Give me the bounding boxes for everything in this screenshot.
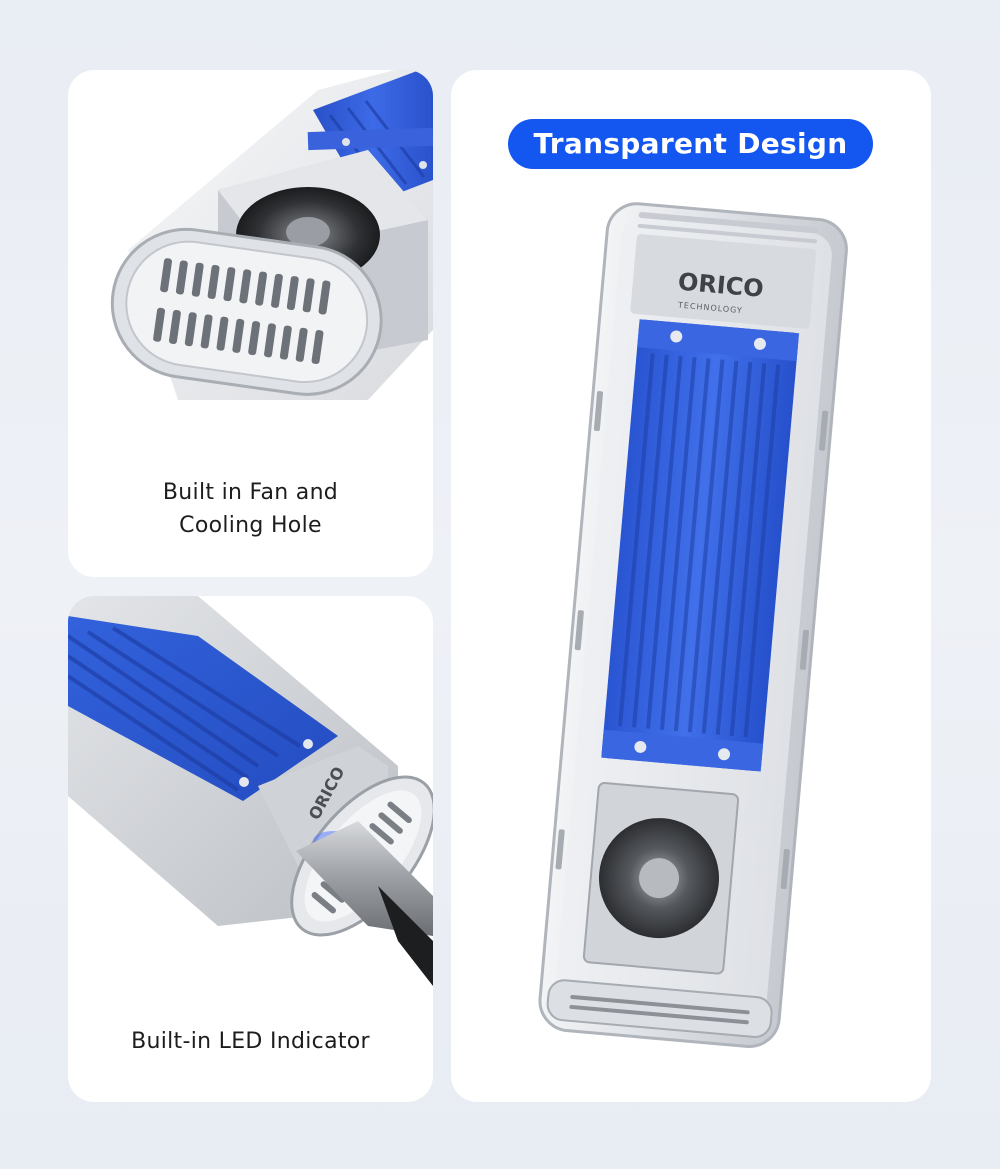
fan-caption-line-1: Built in Fan and [162, 480, 339, 505]
fan-caption: Built in Fan and Cooling Hole [68, 476, 433, 542]
fan-feature-card: Built in Fan and Cooling Hole [68, 70, 433, 577]
led-closeup-image: ORICO [68, 596, 433, 986]
transparent-design-badge: Transparent Design [508, 119, 873, 169]
fan-caption-line-2: Cooling Hole [179, 513, 322, 538]
fan-closeup-image [110, 70, 433, 400]
led-feature-card: ORICO Built-in LED Indicator [68, 596, 433, 1102]
transparent-design-card: Transparent Design [451, 70, 931, 1102]
led-caption: Built-in LED Indicator [131, 1029, 370, 1054]
enclosure-product-image: ORICO TECHNOLOGY [538, 202, 848, 1048]
